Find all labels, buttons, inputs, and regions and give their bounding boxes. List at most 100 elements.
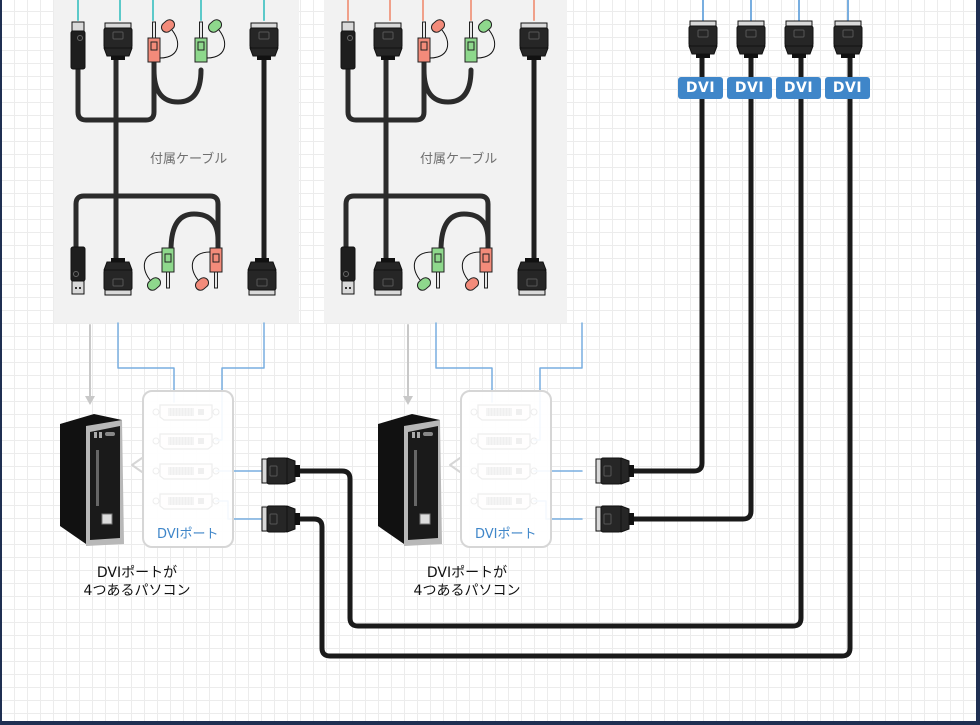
dvi-plug-strain — [381, 56, 395, 60]
dvi-plug-neck — [286, 505, 296, 533]
usb-audio-cable-bottom — [73, 193, 221, 253]
dvi-plug-window — [697, 29, 709, 38]
dvi-plug-neck — [833, 45, 863, 55]
dvi-plug-icon — [103, 22, 133, 60]
usb-logo — [73, 271, 79, 277]
audio-plug-green-icon — [414, 247, 445, 291]
dvi-plug-window — [258, 31, 270, 40]
audio-pin — [436, 271, 440, 289]
tower-drive-slot — [96, 450, 99, 506]
dvi-plug-neck — [519, 47, 549, 57]
dvi-plug-window — [603, 513, 612, 525]
dvi-plug-icon — [595, 457, 634, 485]
audio-plug-mark — [467, 41, 475, 51]
dvi-plug-icon — [595, 505, 634, 533]
audio-plug-body — [479, 247, 493, 273]
dvi-plug-window — [603, 465, 612, 477]
callout-pointer — [131, 457, 143, 473]
audio-pin — [199, 21, 203, 39]
dvi-plug-neck — [103, 261, 133, 271]
dvi-plug-body — [784, 25, 814, 47]
dvi-plug-strain — [527, 56, 541, 60]
audio-plug-mark — [420, 41, 428, 51]
audio-plug-green-icon — [144, 247, 175, 291]
audio-plug-mark — [482, 253, 490, 263]
audio-plug-red-icon — [192, 247, 223, 291]
computer-caption-line1: DVIポートが — [96, 565, 178, 581]
dvi-badge-4: DVI — [825, 77, 870, 99]
audio-loop-cable-bottom — [168, 211, 221, 253]
dvi-plug-neck — [373, 261, 403, 271]
signal-line-1 — [117, 322, 175, 403]
audio-cap — [416, 277, 432, 291]
computer-caption-line2: 4つあるパソコン — [413, 583, 521, 599]
audio-cap — [477, 19, 493, 33]
dvi-plug-neck — [373, 47, 403, 57]
dvi-port-box-2 — [460, 390, 552, 548]
dvi-plug-strain — [111, 258, 125, 262]
audio-pin — [422, 21, 426, 39]
dvi-plug-icon — [833, 20, 863, 58]
dvi-badge-2: DVI — [727, 77, 772, 99]
tower-usb — [417, 432, 420, 438]
long-dvi-cable-1 — [285, 55, 804, 629]
dvi-plug-strain — [257, 56, 271, 60]
dvi-plug-neck — [249, 47, 279, 57]
dvi-plug-window — [112, 31, 124, 40]
dvi-plug-strain — [255, 258, 269, 262]
computer-tower-icon — [60, 414, 124, 546]
computer-caption-line1: DVIポートが — [426, 565, 508, 581]
dvi-plug-window — [528, 31, 540, 40]
audio-plug-red-icon — [462, 247, 493, 291]
audio-plug-mark — [434, 253, 442, 263]
dvi-plug-window — [382, 278, 394, 287]
audio-pin — [166, 271, 170, 289]
usb-a-icon — [340, 246, 356, 295]
audio-cap — [194, 277, 210, 291]
audio-cap — [160, 19, 176, 33]
dvi-plug-strain — [629, 513, 634, 525]
dvi-plug-icon — [688, 20, 718, 58]
dvi-plug-window — [382, 31, 394, 40]
dvi-plug-neck — [688, 45, 718, 55]
audio-loop-cable — [151, 67, 204, 105]
dvi-plug-strain — [295, 465, 300, 477]
audio-cap — [464, 277, 480, 291]
dvi-plug-strain — [841, 54, 855, 58]
dvi-plug-neck — [784, 45, 814, 55]
dvi-plug-body — [103, 27, 133, 49]
tower-usb — [412, 432, 415, 438]
dvi-plug-body — [833, 25, 863, 47]
dvi-plug-icon — [519, 22, 549, 60]
dvi-plug-window — [269, 465, 278, 477]
computer-caption-line2: 4つあるパソコン — [83, 583, 191, 599]
cable-set-label-1: 付属ケーブル — [150, 152, 228, 167]
callout-pointer — [449, 457, 461, 473]
audio-plug-body — [209, 247, 223, 273]
dvi-plug-strain — [381, 258, 395, 262]
audio-pin — [484, 271, 488, 289]
tower-usb — [94, 432, 97, 438]
dvi-plug-icon — [736, 20, 766, 58]
audio-loop-cable — [421, 67, 474, 105]
arrow-head-icon — [403, 396, 413, 405]
audio-plug-mark — [164, 253, 172, 263]
dvi-plug-body — [373, 27, 403, 49]
dvi-plug-icon — [249, 22, 279, 60]
power-button-icon — [419, 513, 431, 525]
tower-audio — [423, 432, 433, 436]
dvi-plug-icon — [784, 20, 814, 58]
audio-plug-body — [161, 247, 175, 273]
dvi-plug-body — [373, 269, 403, 291]
dvi-plug-window — [842, 29, 854, 38]
tower-usb — [99, 432, 102, 438]
dvi-plug-body — [519, 27, 549, 49]
dvi-plug-window — [793, 29, 805, 38]
dvi-badge-3: DVI — [776, 77, 821, 99]
arrow-head-icon — [85, 396, 95, 405]
dvi-plug-body — [736, 25, 766, 47]
audio-plug-green-icon — [464, 19, 495, 63]
audio-plug-mark — [150, 41, 158, 51]
